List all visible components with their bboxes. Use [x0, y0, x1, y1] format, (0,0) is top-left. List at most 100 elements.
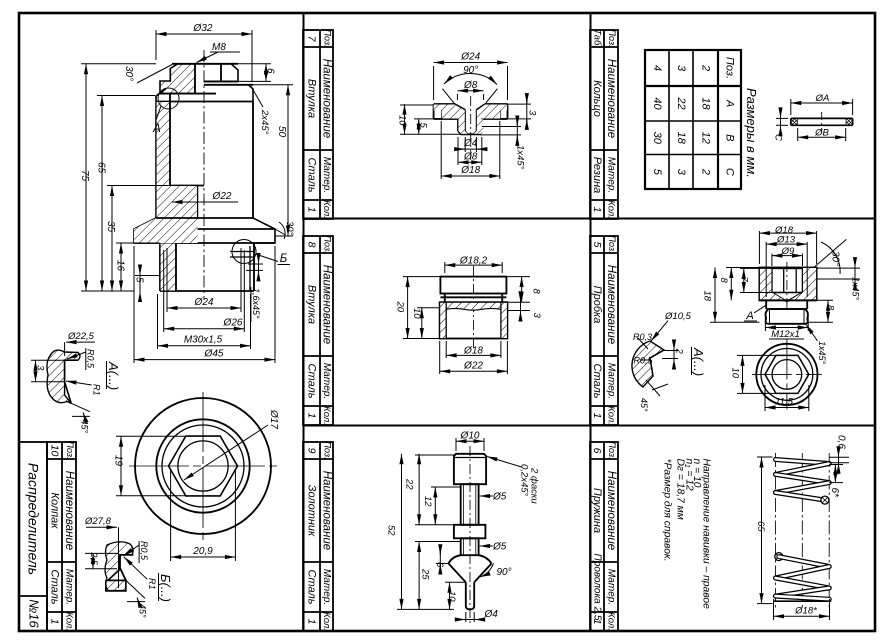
svg-text:20,9: 20,9	[192, 546, 213, 557]
svg-text:45°: 45°	[639, 398, 649, 412]
svg-text:22: 22	[404, 478, 415, 490]
svg-text:Резина: Резина	[591, 157, 603, 194]
svg-text:22: 22	[675, 96, 687, 109]
svg-text:25: 25	[420, 568, 431, 580]
svg-text:6: 6	[591, 448, 603, 454]
svg-text:R0,5: R0,5	[139, 541, 149, 561]
svg-text:Сталь: Сталь	[306, 570, 318, 605]
svg-text:Наименование: Наименование	[320, 265, 332, 344]
svg-text:40: 40	[651, 97, 663, 110]
svg-text:10: 10	[411, 308, 422, 319]
svg-text:Наименование: Наименование	[605, 59, 617, 138]
svg-text:R1: R1	[147, 578, 157, 590]
svg-text:8: 8	[531, 289, 542, 295]
svg-text:Кол.: Кол.	[321, 200, 332, 219]
svg-text:30°: 30°	[123, 66, 134, 81]
svg-text:Поз.: Поз.	[322, 441, 332, 459]
svg-text:Ø10: Ø10	[460, 430, 480, 441]
svg-text:С: С	[773, 134, 784, 141]
svg-text:45°: 45°	[138, 604, 148, 618]
svg-text:Ø4: Ø4	[463, 138, 478, 149]
svg-text:Матер.: Матер.	[605, 569, 616, 605]
svg-text:Ø10,5: Ø10,5	[664, 311, 692, 322]
svg-text:Кол.: Кол.	[606, 612, 617, 631]
svg-text:ØB: ØB	[814, 128, 829, 139]
svg-text:Пружина: Пружина	[591, 488, 603, 533]
svg-text:Ø24: Ø24	[460, 52, 480, 63]
svg-text:Кол.: Кол.	[321, 406, 332, 425]
svg-text:12: 12	[700, 132, 712, 144]
svg-text:1x45°: 1x45°	[851, 277, 861, 301]
svg-text:Ø18*: Ø18*	[794, 606, 817, 617]
svg-text:А: А	[745, 310, 753, 322]
svg-text:1: 1	[306, 619, 318, 625]
svg-text:6: 6	[434, 562, 445, 568]
svg-text:Поз.: Поз.	[607, 441, 617, 459]
svg-text:Ø17: Ø17	[268, 409, 279, 429]
svg-text:5: 5	[417, 123, 428, 129]
svg-text:Ø18: Ø18	[774, 225, 794, 236]
svg-text:6: 6	[265, 68, 276, 74]
svg-text:Б: Б	[280, 253, 288, 265]
svg-text:n = 10: n = 10	[691, 459, 702, 488]
svg-text:Ø9: Ø9	[781, 246, 795, 257]
svg-text:Колпак: Колпак	[49, 493, 61, 530]
svg-text:1: 1	[49, 619, 61, 625]
svg-text:8: 8	[718, 278, 729, 284]
svg-text:Сталь: Сталь	[306, 364, 318, 399]
svg-text:Поз.: Поз.	[322, 235, 332, 253]
svg-text:90°: 90°	[463, 65, 478, 76]
svg-text:Матер.: Матер.	[605, 157, 616, 193]
svg-text:ØA: ØA	[815, 93, 830, 104]
svg-text:3: 3	[675, 65, 687, 72]
svg-text:№16: №16	[27, 599, 42, 628]
svg-text:А(...): А(...)	[691, 347, 706, 376]
svg-text:2: 2	[700, 168, 712, 175]
svg-text:1x45°: 1x45°	[817, 341, 827, 365]
svg-text:Наименование: Наименование	[63, 471, 75, 550]
svg-text:*Размер для справок.: *Размер для справок.	[662, 459, 673, 562]
svg-text:Проволока 2,5: Проволока 2,5	[591, 554, 602, 621]
svg-text:Сталь: Сталь	[591, 364, 603, 399]
svg-text:Направление навивки – правое: Направление навивки – правое	[701, 459, 712, 610]
svg-text:Ø8: Ø8	[463, 80, 478, 91]
svg-text:Матер.: Матер.	[321, 569, 332, 605]
svg-text:Наименование: Наименование	[605, 265, 617, 344]
svg-text:18: 18	[675, 132, 687, 145]
svg-text:Таб.: Таб.	[592, 29, 603, 48]
svg-text:Золотник: Золотник	[306, 485, 318, 537]
svg-text:3: 3	[35, 365, 46, 371]
svg-text:3: 3	[527, 110, 538, 116]
svg-text:Наименование: Наименование	[605, 471, 617, 550]
svg-text:1x45°: 1x45°	[515, 145, 526, 170]
svg-text:10: 10	[730, 368, 741, 379]
svg-text:7: 7	[306, 36, 318, 43]
svg-text:Матер.: Матер.	[605, 363, 616, 399]
svg-text:Размеры в мм.: Размеры в мм.	[744, 88, 759, 178]
svg-text:Ø22: Ø22	[463, 360, 483, 371]
svg-text:Втулка: Втулка	[306, 285, 318, 324]
svg-text:Ø8: Ø8	[463, 152, 478, 163]
svg-text:10: 10	[446, 591, 457, 602]
svg-text:30°: 30°	[284, 221, 295, 236]
svg-text:11,5: 11,5	[775, 397, 794, 408]
svg-text:Кольцо: Кольцо	[591, 80, 603, 117]
svg-text:Кол.: Кол.	[606, 406, 617, 425]
svg-text:2,5: 2,5	[89, 552, 99, 567]
svg-text:2: 2	[700, 64, 712, 71]
svg-text:4: 4	[651, 65, 663, 71]
svg-text:1: 1	[591, 207, 603, 213]
svg-text:Б(...): Б(...)	[158, 574, 173, 602]
svg-text:Сталь: Сталь	[49, 570, 61, 605]
svg-text:n₁ = 12: n₁ = 12	[684, 459, 695, 491]
svg-text:С: С	[724, 168, 736, 176]
svg-text:30°: 30°	[830, 251, 841, 266]
svg-text:Кол.: Кол.	[64, 612, 75, 631]
svg-text:R0,5: R0,5	[86, 349, 96, 369]
svg-text:Распределитель: Распределитель	[26, 463, 42, 575]
svg-text:52: 52	[386, 525, 397, 536]
svg-text:В: В	[724, 134, 736, 141]
svg-text:5: 5	[591, 242, 603, 248]
svg-text:Ø22: Ø22	[212, 191, 232, 202]
svg-text:Кол.: Кол.	[606, 200, 617, 219]
